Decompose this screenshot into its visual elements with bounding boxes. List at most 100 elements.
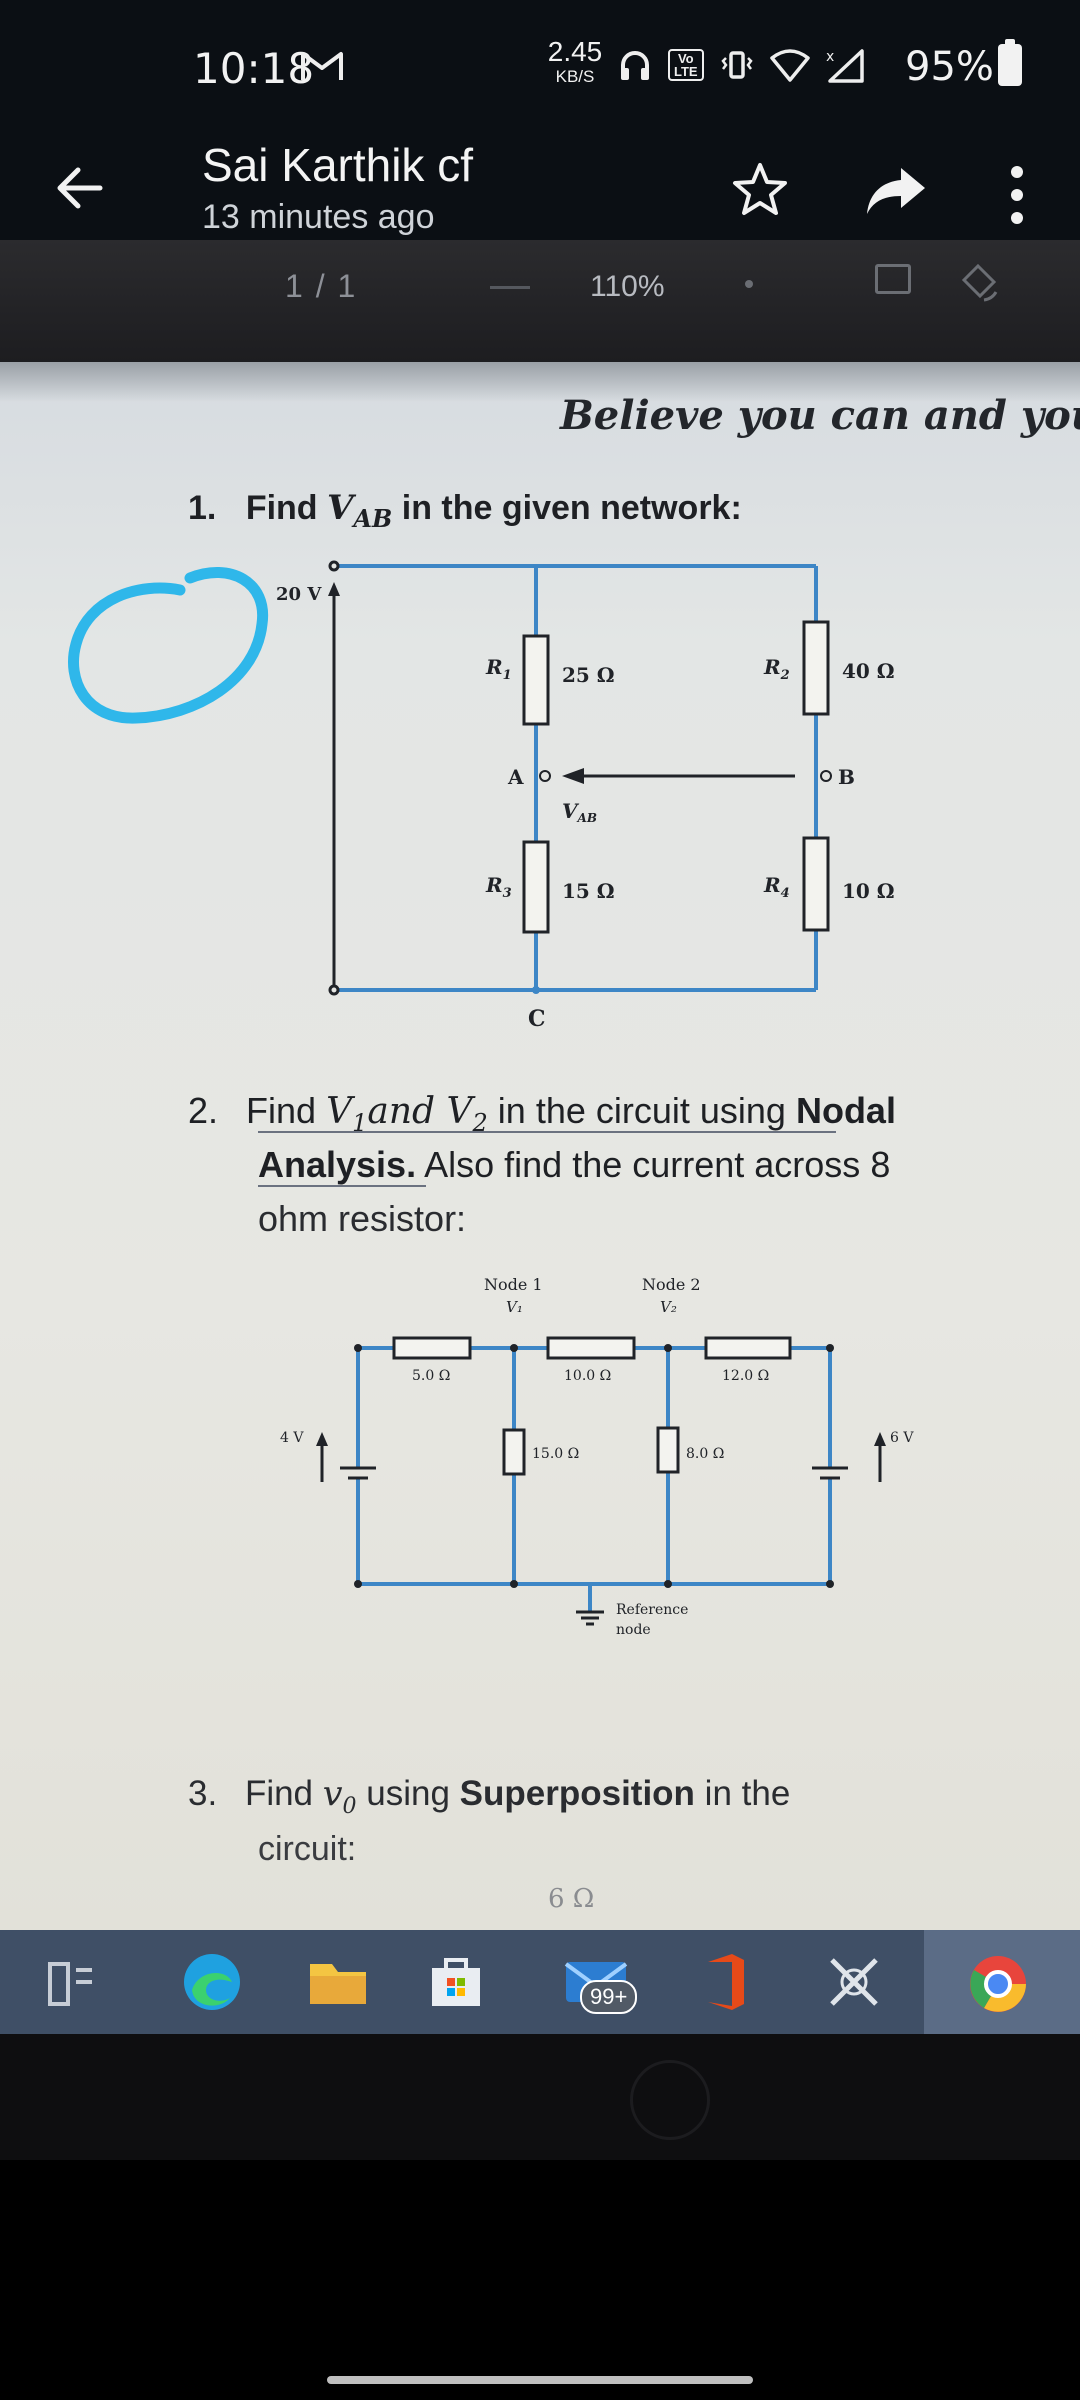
svg-text:R3: R3: [485, 873, 512, 901]
monitor-bezel: [0, 2034, 1080, 2160]
rotate-icon: [961, 263, 998, 302]
more-vert-icon[interactable]: [1002, 160, 1032, 230]
app-header: Sai Karthik cf 13 minutes ago: [0, 130, 1080, 240]
q2-and: and: [367, 1091, 447, 1132]
q3-number: 3.: [188, 1774, 218, 1813]
gmail-icon: [301, 52, 343, 80]
pdf-toolbar: 1 / 1 110%: [0, 240, 1080, 362]
network-speed: 2.45 KB/S: [545, 36, 605, 86]
svg-text:V₁: V₁: [506, 1298, 523, 1316]
resistor-r1: [522, 634, 550, 726]
svg-text:25 Ω: 25 Ω: [562, 663, 615, 687]
c1-r3-val: 15 Ω: [562, 879, 615, 903]
clock: 10:18: [193, 44, 315, 93]
q1-suffix: in the given network:: [392, 489, 742, 527]
q3-sub: 0: [342, 1794, 357, 1819]
resistor-r2: [802, 620, 830, 716]
office-icon: [708, 1954, 744, 2010]
c1-node-c: C: [528, 1006, 546, 1032]
c1-r1-sub: 1: [503, 668, 512, 683]
question-2-line-2: Analysis. Also find the current across 8: [258, 1144, 890, 1186]
svg-text:Node 1: Node 1: [484, 1275, 543, 1294]
back-arrow-icon[interactable]: [50, 158, 110, 218]
c2-src-right: 6 V: [890, 1430, 914, 1446]
svg-text:40 Ω: 40 Ω: [842, 659, 895, 683]
svg-text:B: B: [838, 765, 855, 789]
q2-number: 2.: [188, 1090, 219, 1131]
speed-unit: KB/S: [555, 67, 595, 86]
c2-node2-v: V₂: [660, 1298, 677, 1316]
resistor-8ohm: [656, 1426, 680, 1474]
resistor-r3: [522, 840, 550, 934]
zoom-out-icon: [490, 286, 530, 289]
home-gesture-handle[interactable]: [327, 2376, 753, 2384]
document-page: Believe you can and you 1. Find VAB in t…: [0, 362, 1080, 1930]
sender-name: Sai Karthik cf: [202, 139, 473, 191]
q2-nodal: Nodal: [795, 1090, 896, 1131]
mail-icon: 99+: [560, 1946, 638, 2018]
q1-sub: AB: [353, 503, 393, 533]
chrome-slot: [924, 1930, 1080, 2034]
headphones-icon: [621, 51, 649, 80]
question-3-line-1: 3. Find v0 using Superposition in the: [188, 1774, 790, 1819]
c2-ref2: node: [616, 1622, 651, 1638]
mail-badge: 99+: [580, 1980, 638, 2014]
q2-analysis: Analysis.: [258, 1144, 417, 1185]
c1-r1-val: 25 Ω: [562, 663, 615, 687]
svg-text:20 V: 20 V: [276, 584, 322, 605]
svg-text:5.0 Ω: 5.0 Ω: [412, 1368, 450, 1384]
c1-source: 20 V: [276, 584, 322, 605]
star-icon[interactable]: [730, 160, 790, 220]
edge-icon: [184, 1954, 240, 2010]
share-icon[interactable]: [865, 166, 927, 216]
circuit-2: [356, 1346, 832, 1612]
question-2-line-1: 2. Find V1and V2 in the circuit using No…: [188, 1090, 896, 1137]
speed-value: 2.45: [547, 36, 603, 67]
c1-node-a: A: [507, 765, 524, 789]
c1-vab-sub: AB: [577, 811, 597, 825]
c1-vab: V: [562, 799, 580, 823]
svg-text:V₂: V₂: [660, 1298, 677, 1316]
c2-src-left: 4 V: [280, 1430, 304, 1446]
svg-text:8.0 Ω: 8.0 Ω: [686, 1446, 724, 1462]
resistor-15ohm: [502, 1428, 526, 1476]
question-2-line-3: ohm resistor:: [258, 1198, 467, 1239]
c1-r4-sub: 4: [781, 886, 790, 901]
svg-text:10 Ω: 10 Ω: [842, 879, 895, 903]
c2-r-a: 5.0 Ω: [412, 1368, 450, 1384]
toolbar-dot: [745, 280, 753, 288]
svg-text:10.0 Ω: 10.0 Ω: [564, 1368, 611, 1384]
c1-r2: R: [763, 655, 781, 679]
c2-node2: Node 2: [642, 1275, 701, 1294]
c2-r-d: 15.0 Ω: [532, 1446, 579, 1462]
c2-r-e: 8.0 Ω: [686, 1446, 724, 1462]
c2-node1-v: V₁: [506, 1298, 523, 1316]
svg-text:R2: R2: [763, 655, 790, 683]
svg-text:node: node: [616, 1622, 651, 1638]
svg-text:R4: R4: [763, 873, 790, 901]
resistor-r4: [802, 836, 830, 932]
svg-text:4 V: 4 V: [280, 1430, 304, 1446]
hand-drawn-circle: [68, 567, 269, 724]
chrome-icon: [970, 1956, 1026, 2012]
q2-v1: V: [326, 1091, 353, 1132]
attached-photo[interactable]: 1 / 1 110% Believe you can and you 1. Fi…: [0, 240, 1080, 2160]
svg-text:Reference: Reference: [616, 1602, 688, 1618]
q2-v1-sub: 1: [352, 1109, 368, 1138]
q3-find: Find: [244, 1774, 323, 1813]
c2-node1: Node 1: [484, 1275, 543, 1294]
svg-text:VAB: VAB: [562, 799, 597, 825]
svg-text:15 Ω: 15 Ω: [562, 879, 615, 903]
q2-find: Find: [246, 1090, 327, 1131]
c1-r1: R: [485, 655, 503, 679]
q2-v2-sub: 2: [472, 1109, 488, 1138]
q1-number: 1.: [188, 489, 217, 527]
svg-text:12.0 Ω: 12.0 Ω: [722, 1368, 769, 1384]
svg-text:C: C: [528, 1006, 546, 1032]
message-time: 13 minutes ago: [202, 198, 435, 236]
resistor-10ohm: [546, 1336, 636, 1360]
vibrate-icon: [720, 51, 753, 79]
